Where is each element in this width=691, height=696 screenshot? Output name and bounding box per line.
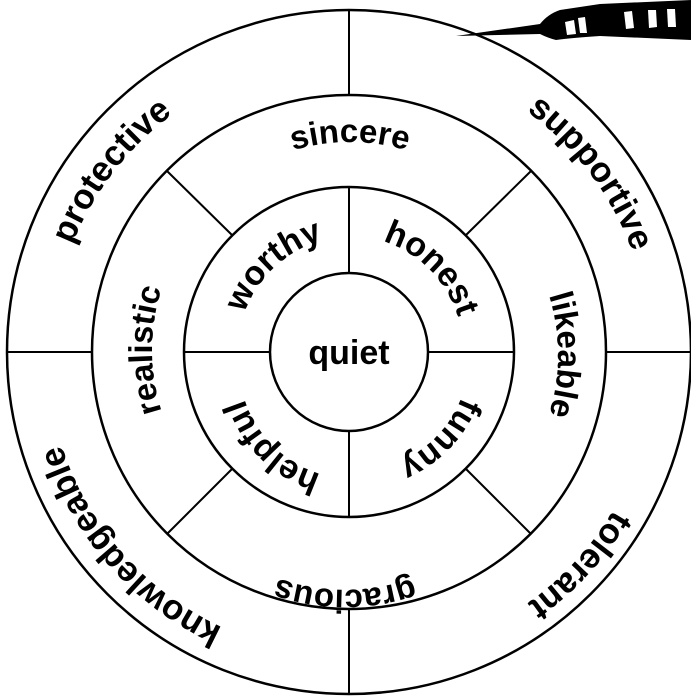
- inner-word-top-left: worthy: [216, 212, 325, 318]
- middle-word-top: sincere: [286, 112, 415, 157]
- middle-word-left: realistic: [122, 281, 168, 420]
- dart-icon: [456, 0, 691, 40]
- middle-word-bottom: gracious: [269, 572, 422, 620]
- inner-word-bottom-left: helpful: [216, 396, 324, 502]
- outer-word-bottom-left: knowledgeable: [32, 442, 226, 655]
- divider-middle-sw: [167, 468, 233, 534]
- middle-word-right: likeable: [542, 287, 588, 422]
- inner-word-top-right: honest: [380, 213, 487, 320]
- divider-middle-nw: [167, 171, 233, 236]
- outer-word-top-left: protective: [43, 90, 177, 249]
- center-word: quiet: [308, 334, 389, 372]
- divider-middle-ne: [465, 171, 531, 236]
- divider-middle-se: [465, 468, 531, 534]
- inner-word-bottom-right: funny: [395, 394, 489, 489]
